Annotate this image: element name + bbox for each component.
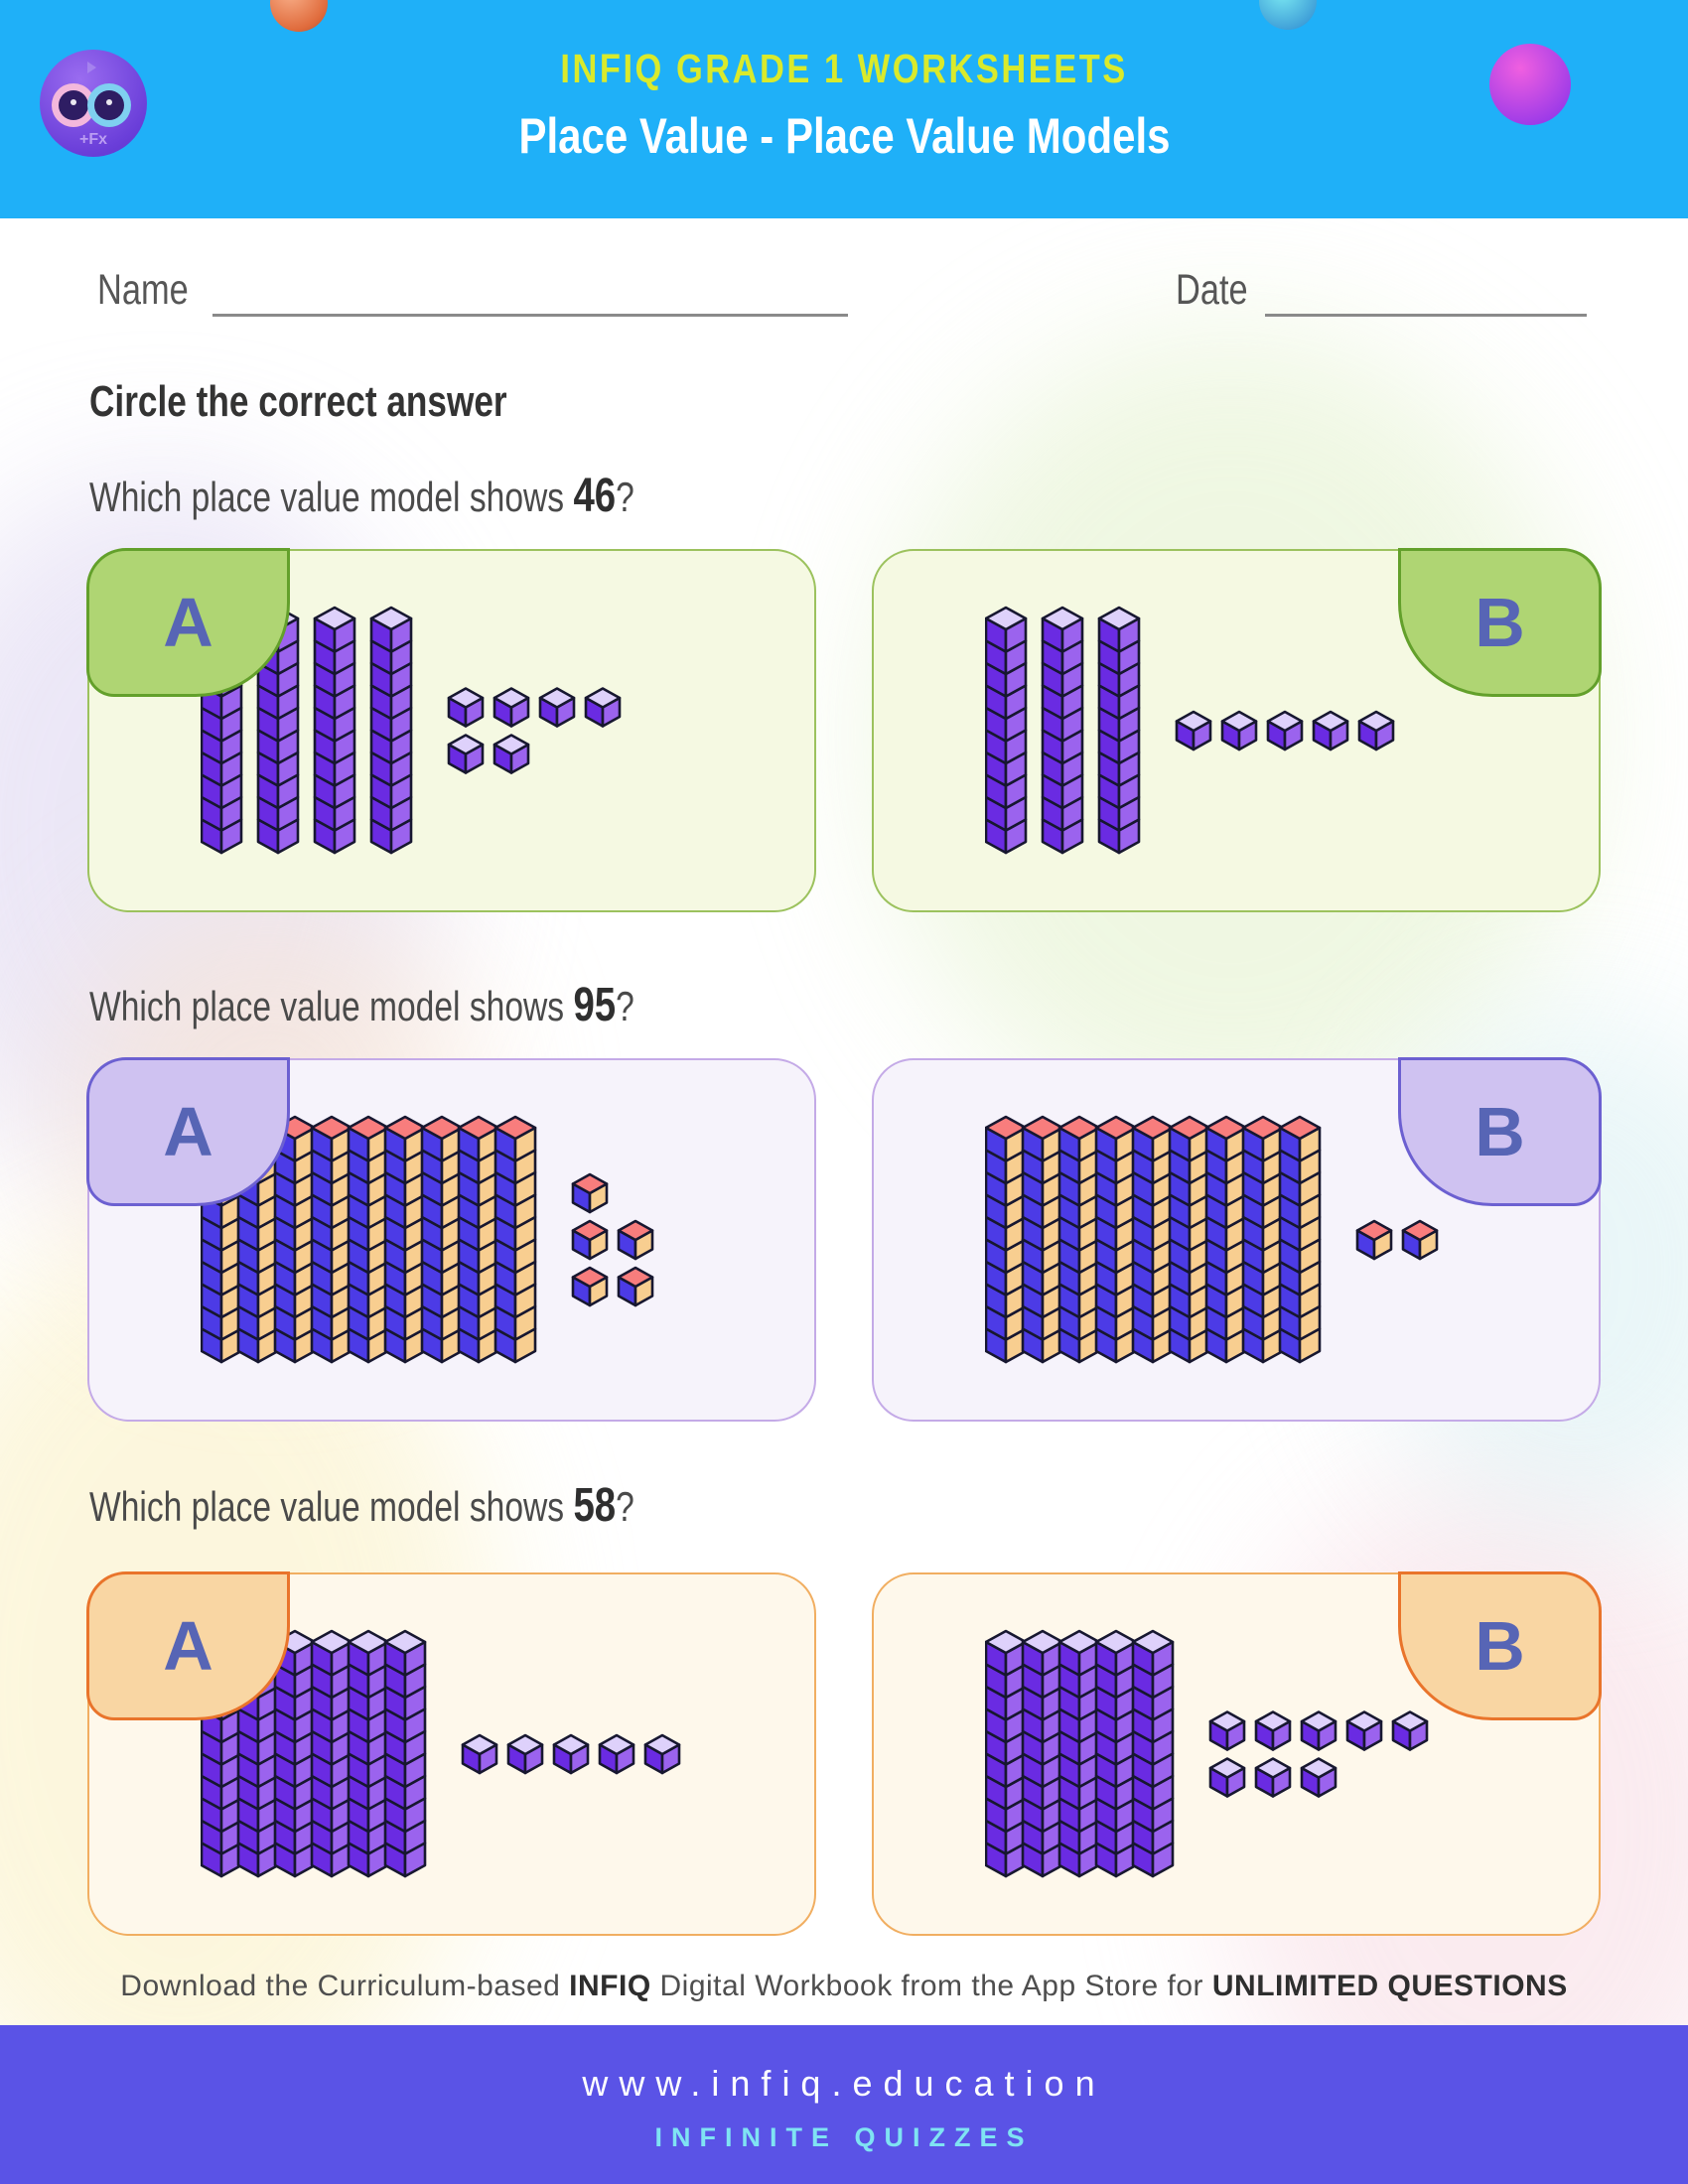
name-input-line[interactable]: [212, 314, 848, 317]
question-3-option-a-card[interactable]: A: [86, 1571, 816, 1936]
question-3-option-b-card[interactable]: B: [872, 1571, 1602, 1936]
question-2-prompt: Which place value model shows 95?: [89, 979, 634, 1031]
question-1-prompt: Which place value model shows 46?: [89, 470, 634, 522]
page-title: Place Value - Place Value Models: [517, 108, 1171, 164]
play-triangle-icon: [87, 62, 96, 73]
logo-right-eye-icon: [87, 83, 131, 127]
date-label: Date: [1176, 266, 1248, 314]
instruction-text: Circle the correct answer: [89, 377, 507, 426]
footer-band: www.infiq.education INFINITE QUIZZES: [0, 2025, 1688, 2184]
decor-sphere-magenta: [1489, 44, 1571, 125]
question-2-option-a-card[interactable]: A: [86, 1057, 816, 1422]
question-3-options: A B: [0, 1571, 1688, 1936]
question-2-options: A B: [0, 1057, 1688, 1422]
place-value-model: [874, 1574, 1599, 1934]
question-2-option-b-card[interactable]: B: [872, 1057, 1602, 1422]
brand-title: INFIQ GRADE 1 WORKSHEETS: [560, 46, 1128, 91]
tagline-text: INFINITE QUIZZES: [654, 2122, 1034, 2152]
logo-left-eye-icon: [52, 83, 95, 127]
date-input-line[interactable]: [1265, 314, 1587, 317]
footer-promo-text: Download the Curriculum-based INFIQ Digi…: [120, 1970, 1568, 2002]
infiq-logo-icon: +Fx: [40, 50, 147, 157]
logo-fx-mark: +Fx: [78, 131, 107, 148]
question-3-prompt: Which place value model shows 58?: [89, 1479, 634, 1532]
website-url: www.infiq.education: [582, 2063, 1106, 2104]
question-1-option-b-card[interactable]: B: [872, 548, 1602, 912]
name-label: Name: [97, 266, 189, 314]
question-1-option-a-card[interactable]: A: [86, 548, 816, 912]
place-value-model: [874, 1060, 1599, 1420]
header-banner: +Fx INFIQ GRADE 1 WORKSHEETS Place Value…: [0, 0, 1688, 218]
question-1-options: A B: [0, 548, 1688, 912]
